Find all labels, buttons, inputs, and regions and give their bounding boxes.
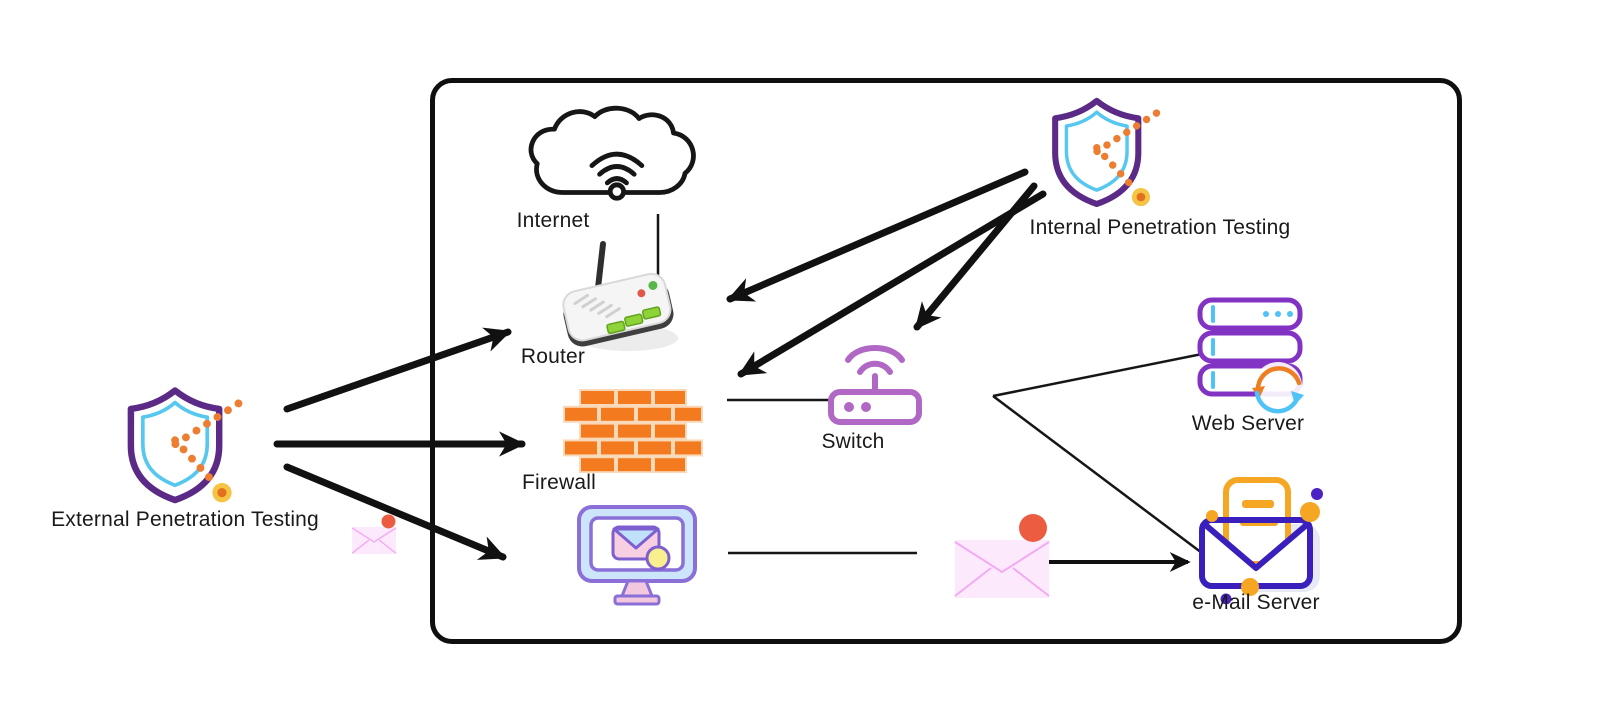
router-led-green [648, 280, 658, 290]
server-stack-refresh-icon [1197, 297, 1304, 414]
pink-envelope-body [352, 527, 396, 555]
cloud-outline [528, 105, 696, 195]
switch-body [828, 389, 922, 425]
pink-envelope-notification-icon [954, 514, 1050, 598]
arrow-internal-router [726, 168, 1029, 303]
firewall-node [563, 389, 703, 473]
external-pentest-node [118, 383, 256, 514]
pink-envelope-notification-icon [351, 514, 397, 555]
switch-label: Switch [821, 430, 885, 453]
switch-waves [845, 345, 905, 397]
internal-pentest-label: Internal Penetration Testing [1029, 216, 1291, 239]
internal-attack-arrows [726, 168, 1047, 378]
router-ports [606, 306, 662, 335]
server-dots [1263, 311, 1293, 317]
web-server-node [1186, 296, 1314, 418]
link-switch-webserver [992, 350, 1213, 398]
mail-badge [645, 545, 671, 571]
router-antenna [595, 241, 606, 291]
external-pentest-label: External Penetration Testing [51, 508, 319, 531]
email-server-label: e-Mail Server [1192, 591, 1320, 614]
email-server-node [1186, 474, 1328, 604]
internet-label: Internet [516, 209, 590, 232]
shield-inner-outline [1064, 110, 1129, 192]
target-dot-core [217, 488, 227, 498]
pink-envelope-folds [351, 527, 397, 554]
envelope-flap-lines [1200, 519, 1312, 571]
decorative-dots [1206, 488, 1323, 604]
router-body [562, 272, 674, 347]
workstation-node [573, 503, 701, 607]
link-switch-emailserver [992, 395, 1203, 554]
switch-port-dot [844, 402, 854, 412]
notification-dot [1019, 514, 1047, 542]
brick-wall-icon [563, 389, 703, 473]
wireless-switch-icon [828, 345, 922, 425]
monitor-stand [619, 579, 655, 598]
target-dot-core [1136, 192, 1146, 202]
router-node [552, 238, 684, 356]
arrow-external-router [283, 327, 512, 413]
shield-pentest-icon [127, 387, 243, 504]
router-icon [562, 241, 678, 351]
firewall-label: Firewall [522, 471, 596, 494]
router-led-red [637, 289, 646, 298]
dotted-attack-path [161, 399, 243, 490]
arrow-external-workstation [283, 463, 507, 561]
internet-node [518, 103, 710, 209]
mail-flap [612, 527, 660, 550]
monitor-mail-icon [577, 505, 697, 606]
arrow-internal-firewall [737, 190, 1047, 378]
shield-pentest-icon [1052, 97, 1161, 208]
mail-message-small-node [351, 514, 398, 555]
notification-dot [381, 514, 396, 529]
pink-envelope-body [955, 540, 1049, 598]
pink-envelope-folds [954, 541, 1050, 597]
external-attack-arrows [273, 327, 526, 561]
web-server-label: Web Server [1191, 412, 1305, 435]
internal-pentest-node [1043, 94, 1173, 217]
shield-inner-outline [141, 400, 210, 488]
monitor-base [613, 594, 661, 606]
router-vents [573, 293, 621, 319]
mail-message-node [953, 512, 1053, 600]
switch-node [818, 334, 932, 426]
envelope-front-fill [1202, 520, 1310, 586]
dotted-attack-path [1084, 109, 1161, 194]
letter-line [1242, 500, 1274, 508]
refresh-icon [1252, 362, 1304, 414]
bricks [563, 389, 703, 473]
cloud-wifi-icon [528, 105, 696, 201]
open-envelope-letter-icon [1199, 477, 1323, 604]
wifi-dot [607, 182, 626, 201]
switch-port-dot [861, 402, 871, 412]
router-label: Router [520, 345, 586, 368]
plain-links [656, 214, 1213, 555]
wifi-waves [589, 151, 645, 186]
